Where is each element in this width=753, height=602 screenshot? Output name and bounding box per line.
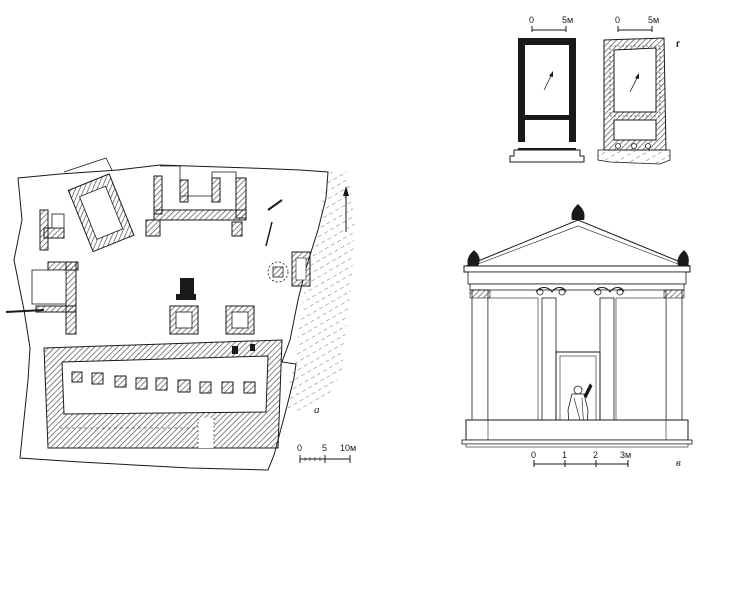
acroterion-top <box>571 204 585 220</box>
scale-bar-g-right: 0 5м <box>615 15 659 32</box>
scale-g-right-5: 5м <box>648 15 659 25</box>
temple-plans: 0 5м 0 5м г <box>509 15 680 165</box>
scale-v-label-3: 3м <box>620 450 631 460</box>
scale-a-label-0: 0 <box>297 443 302 453</box>
west-room-open <box>31 269 67 305</box>
rock-area <box>288 172 355 412</box>
anta-right <box>665 289 683 421</box>
plan-a-label: а <box>314 404 320 416</box>
upper-building-outline <box>160 165 237 197</box>
temple-plan-reconstruction <box>509 38 585 163</box>
stoa-piers <box>71 371 256 394</box>
stylobate <box>465 419 689 441</box>
scale-g-left-0: 0 <box>529 15 534 25</box>
west-rooms <box>35 209 79 335</box>
scale-a-label-5: 5 <box>322 443 327 453</box>
temple-nw <box>67 173 135 253</box>
west-small-room <box>51 213 65 229</box>
plan-g-label: г <box>676 39 680 50</box>
temple-plan-remains <box>597 37 671 165</box>
scale-v-label-1: 1 <box>562 450 567 460</box>
west-drain <box>5 309 45 313</box>
stoa-doorway <box>198 418 214 448</box>
scale-v-label-0: 0 <box>531 450 536 460</box>
frieze <box>467 271 687 285</box>
scale-bar-a: 0 5 10м <box>297 443 356 463</box>
temple-nw-outline <box>63 157 113 173</box>
cornice <box>463 265 691 273</box>
scale-a-label-10: 10м <box>340 443 356 453</box>
scale-bar-g-left: 0 5м <box>529 15 573 32</box>
scale-bar-v <box>533 460 629 467</box>
scale-g-right-0: 0 <box>615 15 620 25</box>
scale-g-left-5: 5м <box>562 15 573 25</box>
stoa-walls <box>43 339 283 449</box>
site-plan: 0 5 10м а <box>5 157 356 471</box>
round-structure <box>267 261 289 283</box>
anta-left <box>471 289 489 421</box>
facade-label: в <box>676 457 681 469</box>
north-arrow-head <box>343 186 349 196</box>
pediment <box>465 219 691 267</box>
altar-base <box>176 294 196 300</box>
acroterion-right <box>677 250 689 266</box>
altar-block <box>180 278 194 294</box>
temple-facade: 0 1 2 3м в <box>461 204 693 469</box>
upper-buildings <box>145 175 247 237</box>
acroterion-left <box>467 250 480 266</box>
architrave <box>469 283 685 291</box>
scale-v-label-2: 2 <box>593 450 598 460</box>
